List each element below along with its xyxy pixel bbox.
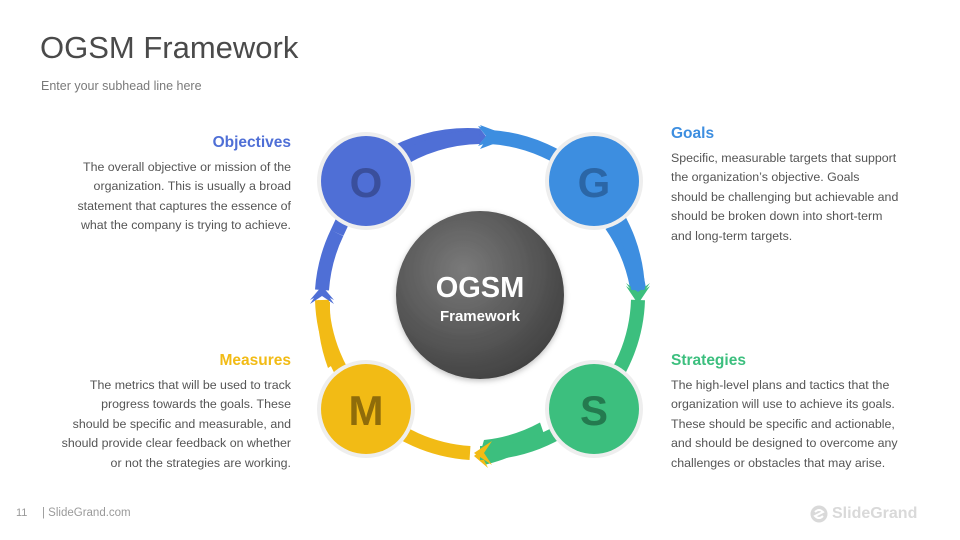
center-circle bbox=[396, 211, 564, 379]
measures-line: should provide clear feedback on whether bbox=[61, 436, 291, 451]
goals-line: and long-term targets. bbox=[671, 228, 793, 243]
logo-text: SlideGrand bbox=[832, 505, 918, 522]
measures-line: or not the strategies are working. bbox=[110, 455, 291, 470]
node-s: S bbox=[545, 360, 643, 458]
objectives-line: statement that captures the essence of bbox=[77, 198, 291, 213]
measures-line: progress towards the goals. These bbox=[101, 397, 291, 412]
objectives-text: The overall objective or mission of the … bbox=[31, 158, 291, 236]
page-number: 11 bbox=[16, 507, 28, 519]
strategies-text: The high-level plans and tactics that th… bbox=[671, 376, 921, 473]
goals-block: Goals Specific, measurable targets that … bbox=[671, 125, 921, 246]
center-title: OGSM bbox=[436, 272, 525, 304]
goals-text: Specific, measurable targets that suppor… bbox=[671, 149, 921, 246]
strategies-line: These should be specific and actionable, bbox=[671, 416, 895, 431]
center-subtitle: Framework bbox=[440, 308, 521, 325]
page-subhead: Enter your subhead line here bbox=[41, 79, 202, 93]
goals-line: Specific, measurable targets that suppor… bbox=[671, 151, 897, 165]
measures-line: The metrics that will be used to track bbox=[89, 378, 291, 392]
strategies-line: The high-level plans and tactics that th… bbox=[671, 378, 890, 392]
objectives-block: Objectives The overall objective or miss… bbox=[31, 134, 291, 236]
strategies-title: Strategies bbox=[671, 352, 746, 369]
page-title: OGSM Framework bbox=[40, 30, 299, 65]
node-s-letter: S bbox=[580, 387, 608, 434]
node-m: M bbox=[317, 360, 415, 458]
measures-block: Measures The metrics that will be used t… bbox=[31, 352, 291, 473]
node-g-letter: G bbox=[578, 159, 611, 206]
arrowhead-left bbox=[310, 286, 334, 304]
brand-logo: SlideGrand bbox=[810, 503, 917, 525]
node-o-letter: O bbox=[350, 159, 383, 206]
logo-icon bbox=[810, 505, 828, 523]
objectives-line: organization. This is usually a broad bbox=[93, 179, 291, 194]
strategies-line: and should be designed to overcome any bbox=[671, 436, 898, 451]
objectives-line: The overall objective or mission of the bbox=[83, 160, 291, 174]
objectives-line: what the company is trying to achieve. bbox=[80, 218, 291, 233]
goals-line: the organization’s objective. Goals bbox=[671, 170, 860, 185]
strategies-line: challenges or obstacles that may arise. bbox=[671, 455, 886, 470]
goals-line: should be broken down into short-term bbox=[671, 209, 883, 224]
measures-line: should be specific and measurable, and bbox=[72, 416, 291, 431]
ring-quadrant-left-upper bbox=[315, 229, 344, 291]
node-g: G bbox=[545, 132, 643, 230]
goals-line: should be challenging but achievable and bbox=[671, 189, 899, 204]
arrowhead-right bbox=[626, 286, 650, 304]
strategies-block: Strategies The high-level plans and tact… bbox=[671, 352, 921, 473]
objectives-title: Objectives bbox=[212, 134, 291, 151]
footer-site-link[interactable]: | SlideGrand.com bbox=[42, 507, 131, 519]
arrowhead-bottom bbox=[474, 441, 492, 465]
node-o: O bbox=[317, 132, 415, 230]
measures-title: Measures bbox=[219, 352, 291, 369]
node-m-letter: M bbox=[349, 387, 384, 434]
strategies-line: organization will use to achieve its goa… bbox=[671, 397, 895, 412]
goals-title: Goals bbox=[671, 125, 715, 142]
ogsm-cycle-diagram: OGSM Framework O G M S bbox=[310, 125, 650, 468]
arrowhead-top bbox=[480, 125, 512, 149]
measures-text: The metrics that will be used to track p… bbox=[31, 376, 291, 473]
